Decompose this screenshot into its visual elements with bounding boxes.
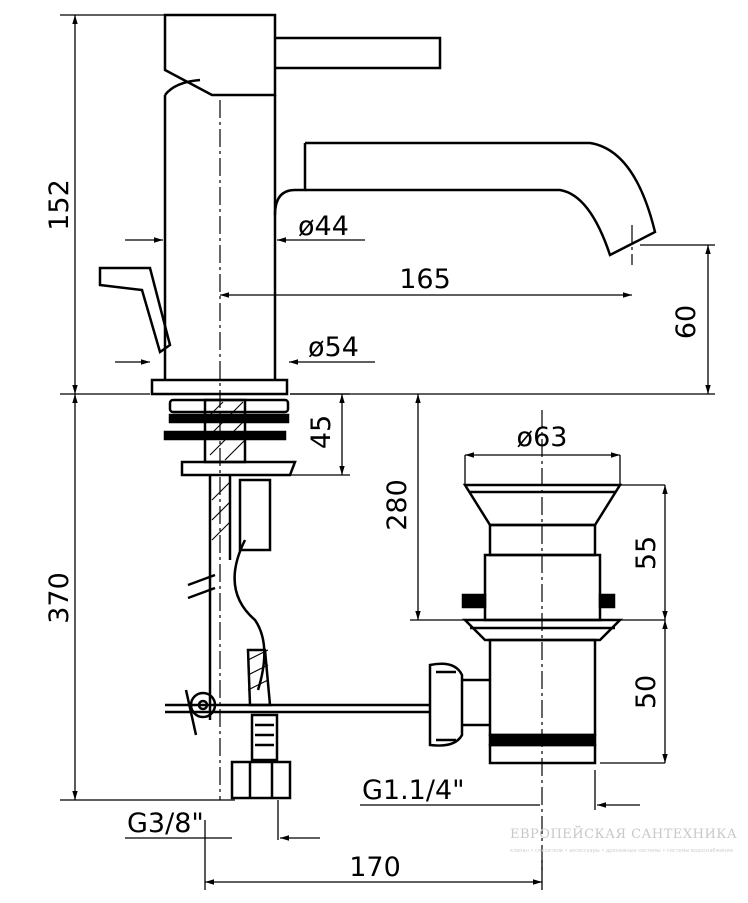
- dim-50: 50: [631, 675, 662, 709]
- dim-55: 55: [631, 536, 662, 570]
- dim-152: 152: [44, 179, 75, 231]
- dim-60: 60: [671, 305, 702, 339]
- pull-rod: [165, 648, 430, 800]
- hatching: [204, 401, 269, 691]
- faucet-body: [150, 13, 657, 396]
- dim-dia-63: ø63: [517, 422, 568, 453]
- dim-165: 165: [399, 264, 451, 295]
- popup-lever: [98, 266, 172, 355]
- dim-thread-drain: G1.1/4": [362, 775, 465, 806]
- dimension-lines: [60, 14, 715, 890]
- dim-dia-54: ø54: [308, 332, 359, 363]
- centerlines: [219, 100, 633, 870]
- watermark-title: ЕВРОПЕЙСКАЯ САНТЕХНИКА: [510, 825, 737, 842]
- dim-170: 170: [349, 852, 401, 883]
- watermark-subtitle: клапан • смесители • аксессуары • дренаж…: [510, 848, 733, 854]
- dim-280: 280: [382, 479, 413, 531]
- dim-45: 45: [306, 415, 337, 449]
- dim-dia-44: ø44: [298, 211, 349, 242]
- dim-thread-hose: G3/8": [127, 808, 204, 839]
- mounting-assembly: [163, 398, 297, 720]
- drain-assembly: [428, 483, 624, 765]
- dim-370: 370: [44, 572, 75, 624]
